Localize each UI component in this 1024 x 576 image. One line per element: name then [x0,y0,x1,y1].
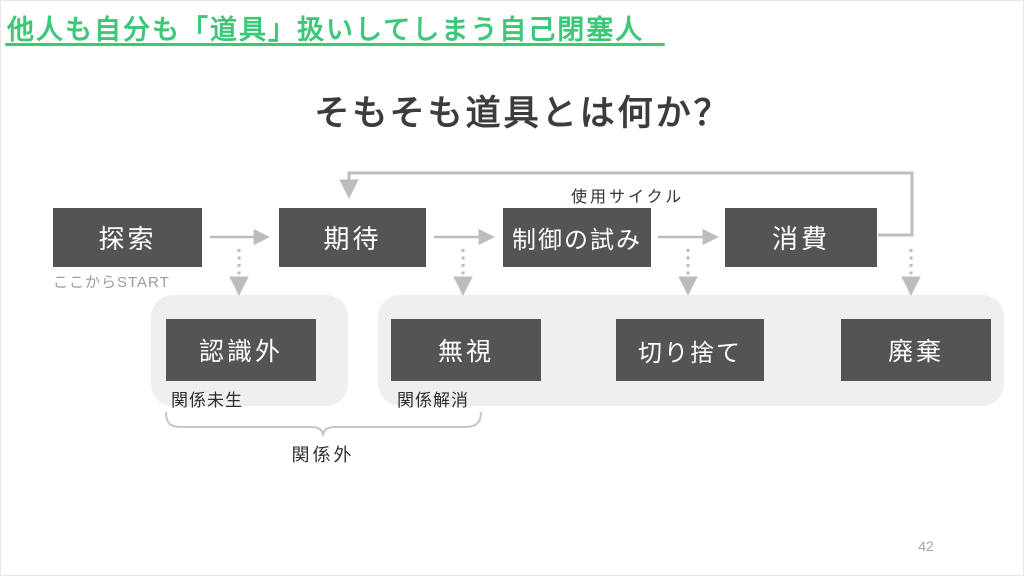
flow-box-disposal: 廃棄 [841,319,991,381]
bracket [165,411,482,437]
page-title: そもそも道具とは何か？ [314,94,732,133]
start-hint-label: ここからSTART [53,274,170,291]
flow-box-ignore: 無視 [391,319,541,381]
flow-box-explore: 探索 [53,208,202,267]
flow-box-expectation: 期待 [279,208,426,267]
flow-box-consumption: 消費 [725,208,877,267]
page-number: 42 [918,538,934,554]
relation-label-dissolved: 関係解消 [397,391,469,410]
usage-cycle-label: 使用サイクル [571,189,685,206]
bracket-label-outside-relation: 関係外 [291,445,355,465]
flow-box-control-attempt: 制御の試み [503,208,651,267]
relation-label-unborn: 関係未生 [171,391,243,410]
flow-box-cutoff: 切り捨て [616,319,764,381]
slide-header-title: 他人も自分も「道具」扱いしてしまう自己閉塞人 [7,15,645,45]
flow-box-unrecognized: 認識外 [166,319,316,381]
header-underline [5,43,665,46]
